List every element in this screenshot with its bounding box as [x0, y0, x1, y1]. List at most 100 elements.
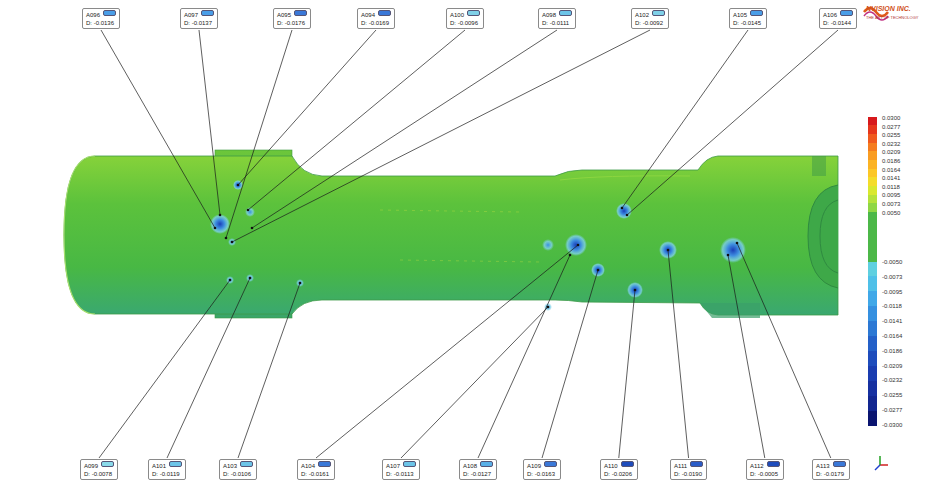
- callout-box: A098D: -0.0111: [538, 8, 576, 29]
- leader-line: [101, 30, 215, 228]
- deviation-line: D: -0.0119: [152, 470, 182, 478]
- point-name: A100: [450, 11, 464, 19]
- scale-value: -0.0209: [882, 363, 902, 370]
- scale-value: 0.0073: [882, 201, 900, 208]
- deviation-swatch: [403, 461, 416, 467]
- leader-line: [252, 30, 557, 228]
- callout-box: A110D: -0.0206: [600, 459, 638, 480]
- callout-name-line: A095: [277, 10, 307, 19]
- scale-value: 0.0232: [882, 141, 900, 148]
- deviation-value: D: -0.0127: [463, 470, 491, 478]
- scale-value: -0.0186: [882, 348, 902, 355]
- measure-point: [736, 242, 739, 245]
- point-name: A102: [635, 11, 649, 19]
- leader-line: [99, 280, 230, 458]
- measure-point: [225, 237, 228, 240]
- leader-line: [622, 30, 748, 208]
- point-name: A108: [463, 462, 477, 470]
- measure-point: [634, 289, 637, 292]
- point-name: A105: [733, 11, 747, 19]
- callout-name-line: A107: [386, 461, 416, 470]
- point-name: A104: [301, 462, 315, 470]
- callout-box: A105D: -0.0145: [729, 8, 767, 29]
- deviation-line: D: -0.0145: [733, 19, 763, 27]
- deviation-value: D: -0.0206: [604, 470, 632, 478]
- scale-value: 0.0277: [882, 124, 900, 131]
- point-name: A095: [277, 11, 291, 19]
- callout-name-line: A105: [733, 10, 763, 19]
- deviation-swatch: [559, 10, 572, 16]
- deviation-swatch: [201, 10, 214, 16]
- measure-point: [577, 244, 580, 247]
- scale-value: 0.0164: [882, 167, 900, 174]
- logo-subtitle: THE ART OF TECHNOLOGY: [866, 15, 918, 20]
- callout-name-line: A096: [86, 10, 116, 19]
- deviation-line: D: -0.0161: [301, 470, 331, 478]
- measure-point: [249, 277, 252, 280]
- measure-point: [727, 254, 730, 257]
- scale-value: 0.0141: [882, 175, 900, 182]
- deviation-swatch: [318, 461, 331, 467]
- deviation-swatch: [101, 461, 114, 467]
- point-name: A112: [750, 462, 764, 470]
- deviation-value: D: -0.0145: [733, 19, 761, 27]
- deviation-swatch: [294, 10, 307, 16]
- deviation-value: D: -0.0119: [152, 470, 180, 478]
- callout-box: A096D: -0.0136: [82, 8, 120, 29]
- point-name: A099: [84, 462, 98, 470]
- callout-name-line: A102: [635, 10, 665, 19]
- callout-box: A095D: -0.0176: [273, 8, 311, 29]
- scale-value: -0.0300: [882, 422, 902, 429]
- scale-value: -0.0095: [882, 289, 902, 296]
- deviation-value: D: -0.0005: [750, 470, 778, 478]
- callout-box: A109D: -0.0163: [523, 459, 561, 480]
- callout-box: A112D: -0.0005: [746, 459, 784, 480]
- leader-line: [668, 250, 689, 458]
- scale-value: -0.0232: [882, 377, 902, 384]
- leader-line: [478, 255, 570, 458]
- measure-point: [251, 227, 254, 230]
- deviation-value: D: -0.0106: [223, 470, 251, 478]
- deviation-value: D: -0.0096: [450, 19, 478, 27]
- point-name: A098: [542, 11, 556, 19]
- deviation-swatch: [480, 461, 493, 467]
- point-name: A094: [361, 11, 375, 19]
- leader-line: [542, 270, 598, 458]
- deviation-line: D: -0.0163: [527, 470, 557, 478]
- point-name: A097: [184, 11, 198, 19]
- deviation-value: D: -0.0190: [674, 470, 702, 478]
- deviation-line: D: -0.0078: [84, 470, 114, 478]
- deviation-line: D: -0.0106: [223, 470, 253, 478]
- leader-line: [728, 255, 765, 458]
- scale-value: -0.0164: [882, 333, 902, 340]
- callout-box: A113D: -0.0179: [812, 459, 850, 480]
- scale-value: -0.0118: [882, 303, 902, 310]
- deviation-swatch: [750, 10, 763, 16]
- deviation-swatch: [652, 10, 665, 16]
- point-name: A110: [604, 462, 618, 470]
- scale-value: 0.0118: [882, 184, 900, 191]
- leader-line: [248, 30, 465, 210]
- deviation-line: D: -0.0169: [361, 19, 391, 27]
- measure-point: [667, 249, 670, 252]
- callout-name-line: A094: [361, 10, 391, 19]
- color-scale-bar: [868, 117, 877, 426]
- measure-point: [231, 241, 234, 244]
- deviation-swatch: [169, 461, 182, 467]
- leader-line: [226, 30, 292, 238]
- deviation-value: D: -0.0176: [277, 19, 305, 27]
- deviation-swatch: [833, 461, 846, 467]
- deviation-line: D: -0.0137: [184, 19, 214, 27]
- point-name: A096: [86, 11, 100, 19]
- deviation-value: D: -0.0113: [386, 470, 414, 478]
- deviation-swatch: [690, 461, 703, 467]
- callout-box: A103D: -0.0106: [219, 459, 257, 480]
- deviation-value: D: -0.0179: [816, 470, 844, 478]
- measure-point: [214, 227, 217, 230]
- measure-point: [237, 184, 240, 187]
- scale-value: 0.0050: [882, 210, 900, 217]
- deviation-value: D: -0.0111: [542, 19, 569, 27]
- leader-line: [199, 30, 220, 215]
- scale-value: 0.0300: [882, 115, 900, 122]
